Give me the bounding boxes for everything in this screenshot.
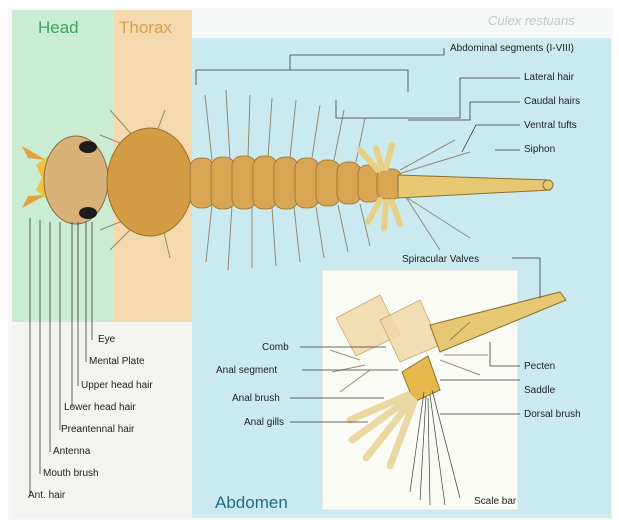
label-dorsal-brush: Dorsal brush: [524, 409, 581, 420]
label-caudal-hairs: Caudal hairs: [524, 96, 580, 107]
siphon-tip: [543, 180, 553, 190]
label-comb: Comb: [262, 342, 289, 353]
head-title: Head: [38, 18, 79, 37]
label-abdominal-segments: Abdominal segments (I-VIII): [450, 43, 574, 54]
label-antenna: Antenna: [53, 446, 91, 457]
label-saddle: Saddle: [524, 385, 556, 396]
scale-bar-label: Scale bar: [474, 496, 517, 507]
label-mouth-brush: Mouth brush: [43, 468, 99, 479]
eye-upper: [79, 141, 97, 153]
label-preantennal-hair: Preantennal hair: [61, 424, 135, 435]
label-siphon: Siphon: [524, 144, 555, 155]
label-mental-plate: Mental Plate: [89, 356, 145, 367]
abdomen-title: Abdomen: [215, 493, 288, 512]
label-eye: Eye: [98, 334, 116, 345]
thorax-title: Thorax: [119, 18, 172, 37]
label-upper-head-hair: Upper head hair: [81, 380, 153, 391]
species-name: Culex restuans: [488, 13, 575, 28]
label-spiracular-valves: Spiracular Valves: [402, 254, 479, 265]
label-pecten: Pecten: [524, 361, 555, 372]
larva-thorax: [107, 128, 193, 236]
label-anal-segment: Anal segment: [216, 365, 277, 376]
eye-lower: [79, 207, 97, 219]
label-lateral-hair: Lateral hair: [524, 72, 575, 83]
label-anal-gills: Anal gills: [244, 417, 284, 428]
lower-left-panel: [12, 322, 192, 518]
label-lower-head-hair: Lower head hair: [64, 402, 136, 413]
larva-head: [44, 136, 108, 224]
label-ventral-tufts: Ventral tufts: [524, 120, 577, 131]
label-anal-brush: Anal brush: [232, 393, 280, 404]
label-ant-hair: Ant. hair: [28, 490, 66, 501]
